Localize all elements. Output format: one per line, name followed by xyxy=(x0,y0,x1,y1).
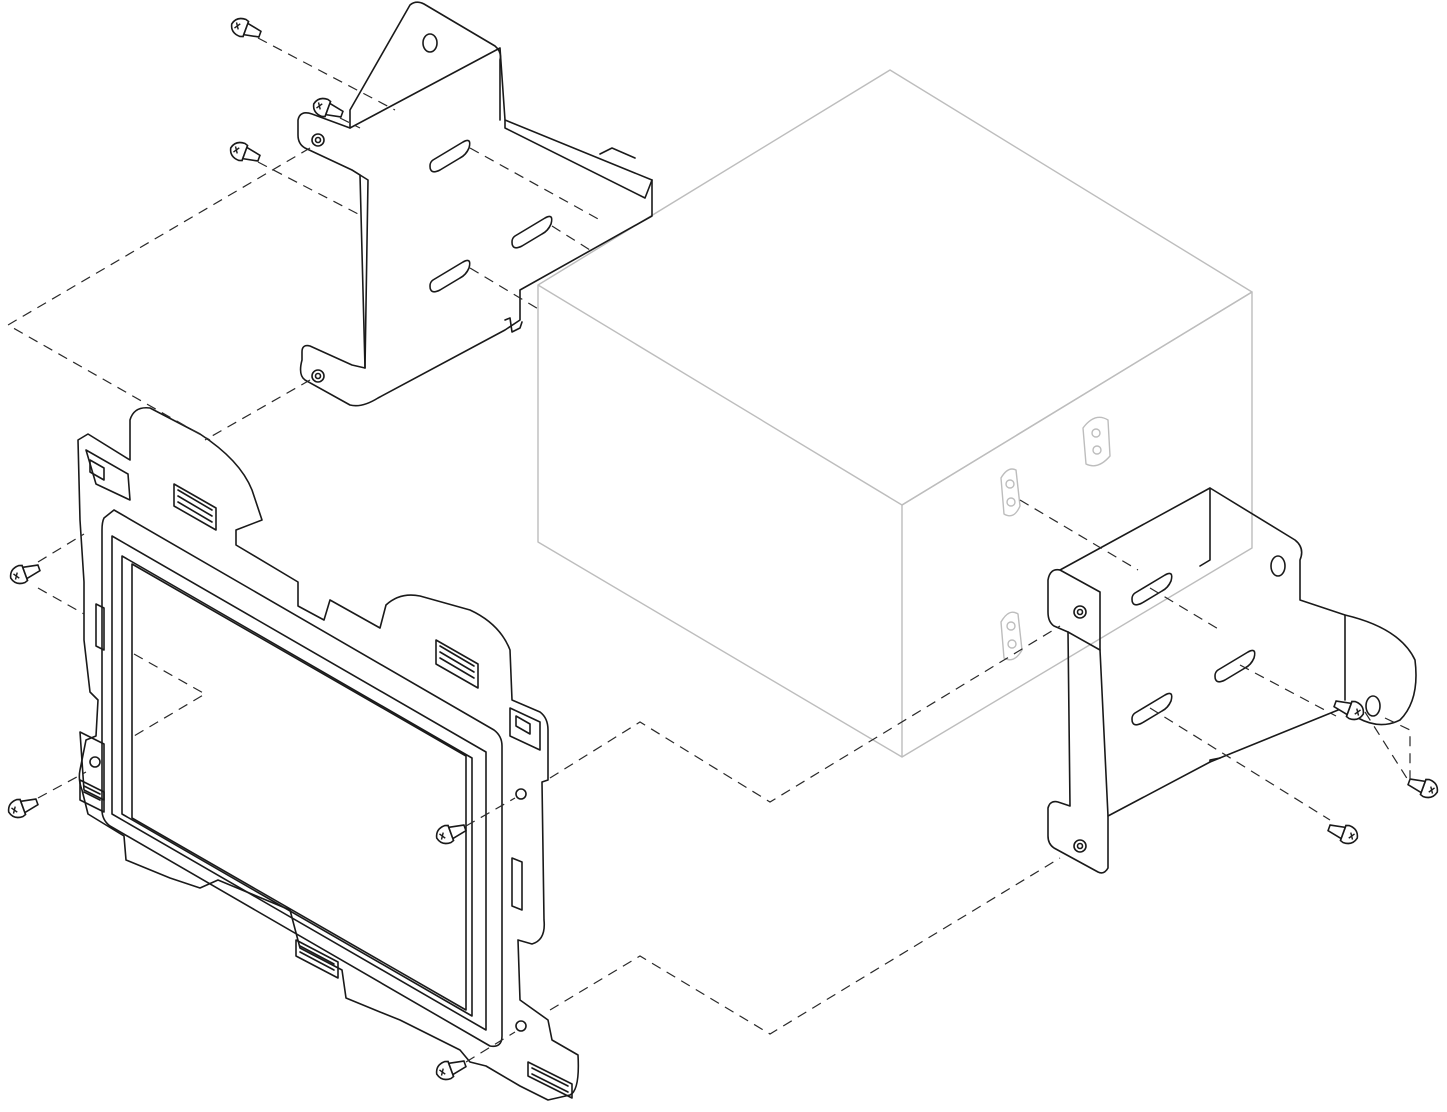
bracket-right-ear-hole xyxy=(1365,695,1381,717)
bracket-left-tab xyxy=(504,317,523,333)
bracket-right-mount-hole xyxy=(1073,605,1087,619)
bracket-right-slot xyxy=(1131,572,1173,606)
alignment-guide xyxy=(37,587,85,615)
bracket-left-mount-hole xyxy=(311,133,325,147)
alignment-guide xyxy=(37,771,87,799)
bracket-right-slot xyxy=(1131,692,1173,726)
alignment-guide xyxy=(339,117,361,129)
radio-unit-right-face xyxy=(901,291,1253,758)
dash-kit-screen-inner xyxy=(131,563,467,1011)
screw-icon xyxy=(1331,694,1368,724)
radio-unit-mount-hole xyxy=(1000,468,1021,517)
dash-kit-side-slot xyxy=(511,857,523,911)
alignment-guide xyxy=(549,625,1061,803)
dash-kit-clip xyxy=(527,1061,573,1099)
dash-kit-bezel-mid xyxy=(111,535,487,1031)
screw-icon xyxy=(4,792,41,822)
dash-kit-ear xyxy=(85,449,131,501)
bracket-left-slot xyxy=(511,215,553,249)
screw-icon xyxy=(432,1054,469,1084)
dash-kit-clip xyxy=(79,779,105,813)
alignment-guide xyxy=(1019,499,1139,571)
bracket-left-mount-hole xyxy=(314,136,322,144)
dash-kit-ear-hole xyxy=(515,715,531,735)
radio-unit-mount-hole xyxy=(1000,611,1023,661)
dash-kit-screen-opening xyxy=(121,555,473,1017)
bracket-left-slot xyxy=(429,139,471,173)
alignment-guide xyxy=(469,147,601,221)
screw-icon xyxy=(1405,772,1442,802)
screw-icon xyxy=(226,138,263,168)
dash-kit-clip xyxy=(295,939,339,979)
dash-kit-ear xyxy=(509,707,541,751)
bracket-right-back-edge xyxy=(1199,487,1346,763)
alignment-guide xyxy=(549,857,1061,1035)
alignment-guides xyxy=(6,37,1411,1063)
dash-kit-clip xyxy=(173,483,217,531)
alignment-guide xyxy=(1149,587,1221,631)
dash-kit-ear-hole xyxy=(89,459,105,481)
alignment-guide xyxy=(1149,707,1331,821)
bracket-left xyxy=(297,1,653,407)
bracket-left-top-ear xyxy=(349,1,502,129)
radio-unit-mount-hole xyxy=(1082,416,1111,467)
dash-kit-back-frame xyxy=(77,406,580,1101)
alignment-guide xyxy=(6,147,311,441)
alignment-guide xyxy=(37,533,85,563)
radio-unit xyxy=(537,69,1253,758)
radio-unit-top-face xyxy=(537,69,1253,506)
alignment-guide xyxy=(133,653,207,737)
bracket-right-mount-hole xyxy=(1076,608,1084,616)
screw-icon xyxy=(1325,818,1362,848)
alignment-guide xyxy=(257,161,361,216)
bracket-right-side-plate xyxy=(1047,487,1417,874)
alignment-guide xyxy=(469,267,541,311)
bracket-left-mount-hole xyxy=(314,372,322,380)
bracket-left-slot xyxy=(429,259,471,293)
bracket-left-ear-hole xyxy=(422,33,438,53)
bracket-left-back-edge xyxy=(504,119,653,199)
alignment-guide xyxy=(1384,717,1411,780)
bracket-right-mount-hole xyxy=(1076,842,1084,850)
bracket-right-mount-hole xyxy=(1073,839,1087,853)
dash-kit-ear-hole xyxy=(515,1020,527,1032)
dash-kit-trim-panel xyxy=(77,406,580,1101)
alignment-guide xyxy=(465,797,516,827)
bracket-left-mount-hole xyxy=(311,369,325,383)
screw-icon xyxy=(432,818,469,848)
radio-unit-left-face xyxy=(537,285,903,758)
alignment-guide xyxy=(1239,664,1337,717)
dash-kit-ear-hole xyxy=(89,756,101,768)
alignment-guide xyxy=(257,37,396,111)
bracket-left-side-edge xyxy=(351,169,366,369)
alignment-guide xyxy=(551,225,591,251)
bracket-right-top-edge xyxy=(1059,569,1101,651)
dash-kit-ear-hole xyxy=(515,788,527,800)
bracket-right-inner-edge xyxy=(1067,631,1109,817)
bracket-right xyxy=(1047,487,1417,874)
alignment-guide xyxy=(204,379,311,441)
dash-kit-clip xyxy=(435,639,479,689)
alignment-guide xyxy=(465,1031,516,1063)
screw-icon xyxy=(6,558,43,588)
dash-kit-bezel-outer xyxy=(101,509,503,1048)
bracket-left-side-plate xyxy=(297,47,653,407)
screw-group xyxy=(4,14,1442,1084)
bracket-right-slot xyxy=(1214,649,1256,683)
alignment-guide xyxy=(1364,711,1409,781)
bracket-right-ear-hole xyxy=(1270,555,1286,577)
